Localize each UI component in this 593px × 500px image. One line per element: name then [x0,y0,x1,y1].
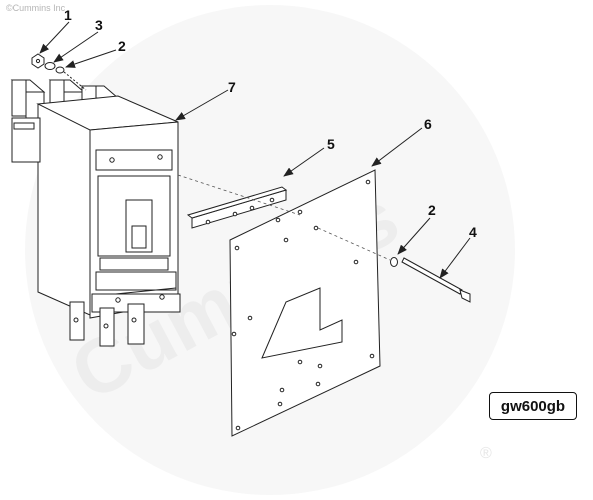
drawing-code-label: gw600gb [489,392,577,420]
callout-2-bottom: 2 [428,202,436,218]
circuit-breaker-body [10,79,181,347]
mounting-bar [186,186,288,229]
callout-3: 3 [95,17,103,33]
alignment-lines [177,174,391,261]
watermark-registered-mark: ® [480,445,492,462]
callout-6: 6 [424,116,432,132]
callout-4: 4 [469,224,477,240]
mounting-panel [229,169,381,437]
callout-5: 5 [327,136,335,152]
copyright-text: ©Cummins Inc [6,3,66,13]
top-hardware [31,53,87,91]
callout-1: 1 [64,7,72,23]
callout-7: 7 [228,79,236,95]
callout-2-top: 2 [118,38,126,54]
leader-arrows [39,21,471,279]
bolt-hardware [390,257,471,303]
